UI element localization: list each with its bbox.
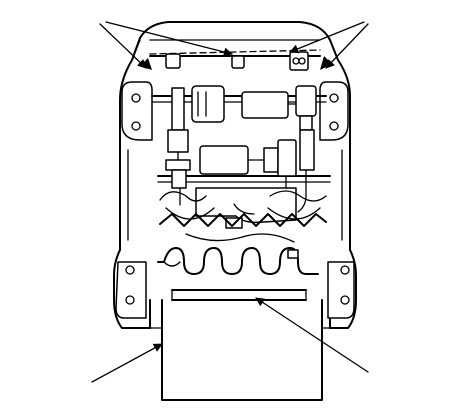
right-side-bracket xyxy=(319,81,355,319)
callout-arrows xyxy=(91,21,369,383)
top-right-leader-arrow-2 xyxy=(289,21,365,54)
bottom-left-leader-arrow xyxy=(91,343,163,383)
left-actuator-column xyxy=(165,87,191,206)
top-rail xyxy=(140,49,332,71)
top-left-leader-arrow-1 xyxy=(99,23,147,69)
bottom-bar xyxy=(171,289,307,301)
lower-serpentine-spring xyxy=(157,233,319,275)
upper-motor xyxy=(191,85,317,131)
bottom-right-leader-arrow xyxy=(255,297,369,373)
zigzag-springs xyxy=(159,190,327,227)
lower-panel xyxy=(149,299,331,401)
top-left-leader-arrow-2 xyxy=(105,21,233,57)
left-side-bracket xyxy=(115,81,153,319)
top-right-leader-arrow-1 xyxy=(325,23,369,69)
middle-motor xyxy=(199,129,315,213)
